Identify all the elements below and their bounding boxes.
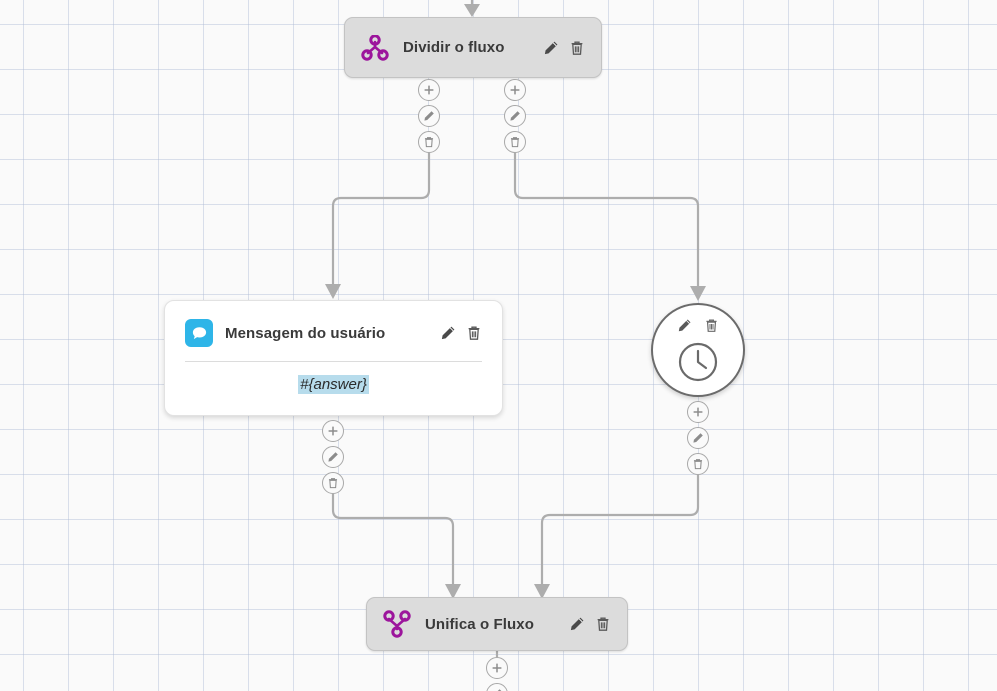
message-card-header: Mensagem do usuário	[165, 301, 502, 347]
node-merge-title: Unifica o Fluxo	[425, 615, 535, 633]
node-message-actions	[439, 325, 482, 342]
node-split-flow[interactable]: Dividir o fluxo	[344, 17, 602, 78]
edge-message-to-merge	[331, 494, 461, 599]
trash-icon[interactable]	[465, 325, 482, 342]
delete-connector-button-split-right[interactable]	[504, 131, 526, 153]
node-split-actions	[542, 39, 585, 56]
message-card-body: #{answer}	[165, 362, 502, 412]
add-step-button-delay[interactable]	[687, 401, 709, 423]
edge-split-right-to-delay	[513, 153, 706, 301]
split-flow-icon	[361, 34, 389, 61]
edit-connector-button-split-left[interactable]	[418, 105, 440, 127]
delete-connector-button-message[interactable]	[322, 472, 344, 494]
clock-icon	[676, 340, 720, 384]
edit-icon[interactable]	[542, 39, 559, 56]
edit-connector-button-merge[interactable]	[486, 683, 508, 691]
merge-flow-icon	[383, 610, 411, 638]
node-delay-actions	[676, 317, 720, 334]
node-delay[interactable]	[651, 303, 745, 397]
add-step-button-split-right[interactable]	[504, 79, 526, 101]
node-message-title: Mensagem do usuário	[225, 324, 386, 342]
node-user-message[interactable]: Mensagem do usuário	[164, 300, 503, 416]
edge-delay-to-merge	[534, 475, 700, 599]
node-merge-flow[interactable]: Unifica o Fluxo	[366, 597, 628, 651]
edit-icon[interactable]	[676, 317, 693, 334]
add-step-button-split-left[interactable]	[418, 79, 440, 101]
edge-incoming-to-split	[464, 0, 480, 17]
trash-icon[interactable]	[568, 39, 585, 56]
node-merge-actions	[568, 616, 611, 633]
edit-connector-button-message[interactable]	[322, 446, 344, 468]
add-step-button-merge[interactable]	[486, 657, 508, 679]
trash-icon[interactable]	[703, 317, 720, 334]
delete-connector-button-delay[interactable]	[687, 453, 709, 475]
trash-icon[interactable]	[594, 616, 611, 633]
edit-icon[interactable]	[568, 616, 585, 633]
edit-connector-button-split-right[interactable]	[504, 105, 526, 127]
delete-connector-button-split-left[interactable]	[418, 131, 440, 153]
add-step-button-message[interactable]	[322, 420, 344, 442]
message-card-divider	[185, 361, 482, 362]
chat-bubble-icon	[185, 319, 213, 347]
edit-icon[interactable]	[439, 325, 456, 342]
message-answer-token: #{answer}	[298, 375, 369, 394]
edit-connector-button-delay[interactable]	[687, 427, 709, 449]
node-split-title: Dividir o fluxo	[403, 39, 505, 56]
edge-split-left-to-message	[325, 153, 431, 299]
